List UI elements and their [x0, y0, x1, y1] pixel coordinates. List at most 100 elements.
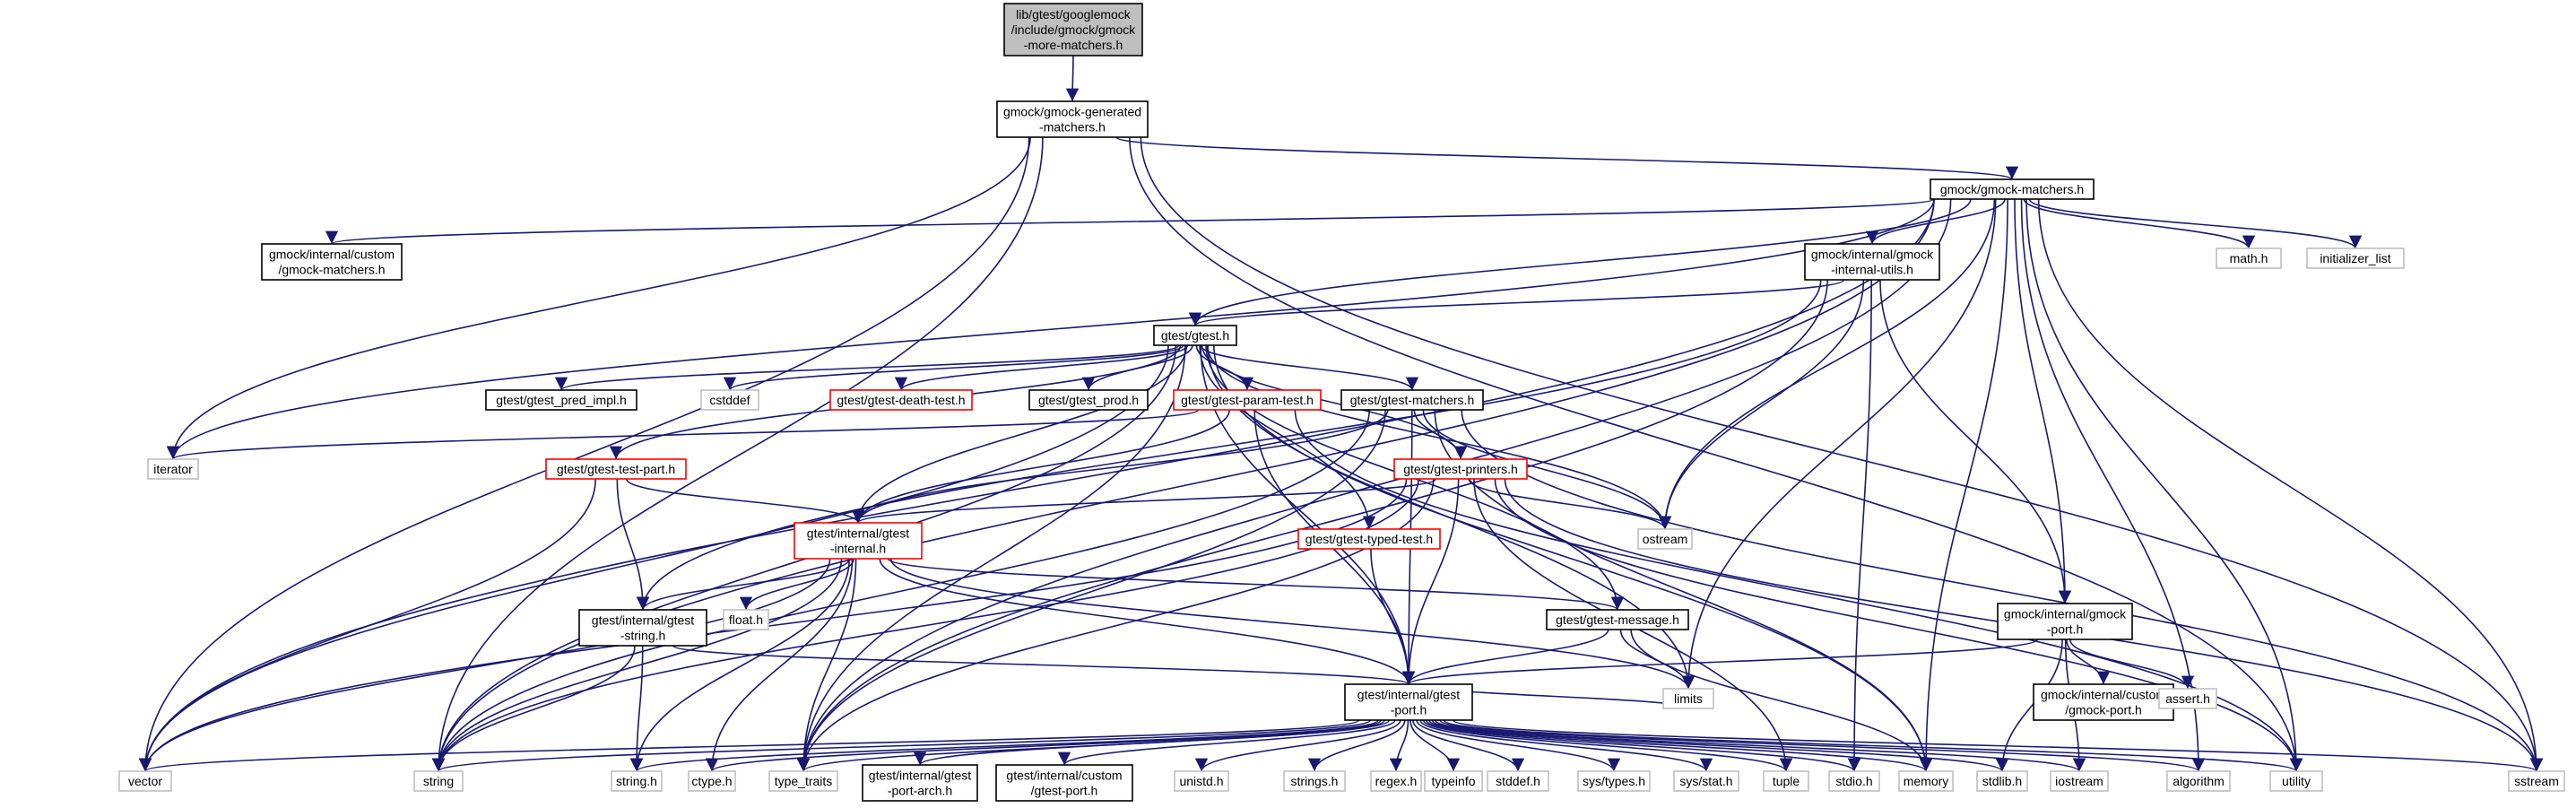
node-utility[interactable]: utility — [2269, 770, 2323, 792]
node-arch[interactable]: gtest/internal/gtest-port-arch.h — [862, 764, 978, 802]
node-stringh[interactable]: string.h — [611, 770, 663, 792]
node-param-box — [1173, 389, 1322, 411]
node-stddef-label-0: stddef.h — [1496, 774, 1540, 788]
node-unistd[interactable]: unistd.h — [1174, 770, 1229, 792]
edge-gmport-to-assert — [2069, 639, 2195, 690]
node-cstddef[interactable]: cstddef — [700, 389, 759, 411]
node-limits[interactable]: limits — [1662, 688, 1714, 709]
node-tpart[interactable]: gtest/gtest-test-part.h — [545, 458, 687, 480]
node-giu[interactable]: gmock/internal/gmock-internal-utils.h — [1804, 243, 1940, 281]
node-iostream-box — [2050, 770, 2109, 792]
node-gstr[interactable]: gtest/internal/gtest-string.h — [578, 609, 707, 647]
node-math-box — [2216, 248, 2282, 269]
node-systypes-box — [1577, 770, 1651, 792]
node-assert[interactable]: assert.h — [2158, 688, 2217, 709]
node-vector[interactable]: vector — [118, 770, 172, 792]
node-gport-box — [1344, 683, 1473, 721]
node-regex-label-0: regex.h — [1375, 774, 1418, 788]
node-tpart-box — [545, 458, 687, 480]
node-death[interactable]: gtest/gtest-death-test.h — [829, 389, 973, 411]
node-pred[interactable]: gtest/gtest_pred_impl.h — [485, 389, 637, 411]
node-gtest[interactable]: gtest/gtest.h — [1153, 325, 1237, 346]
edge-printers-to-utility — [1494, 478, 2303, 772]
edge-gm-to-algorithm — [2020, 198, 2206, 772]
node-systypes[interactable]: sys/types.h — [1577, 770, 1651, 792]
node-memory[interactable]: memory — [1898, 770, 1954, 792]
node-sstream[interactable]: sstream — [2508, 770, 2565, 792]
node-float[interactable]: float.h — [723, 609, 769, 630]
edge-gm-to-limits — [1681, 198, 1997, 690]
node-strings[interactable]: strings.h — [1283, 770, 1346, 792]
edge-root-to-gen — [1065, 55, 1080, 102]
edge-gport-to-string — [432, 719, 1372, 772]
node-math-label-0: math.h — [2230, 251, 2268, 265]
node-memory-box — [1898, 770, 1954, 792]
node-stringh-label-0: string.h — [616, 774, 657, 788]
node-cmatch[interactable]: gmock/internal/custom/gmock-matchers.h — [261, 243, 403, 281]
node-sstream-label-0: sstream — [2514, 774, 2559, 788]
edge-gen-to-string — [431, 136, 1044, 772]
node-gstr-label-1: -string.h — [620, 629, 666, 643]
edge-gport-to-memory — [1428, 719, 1932, 772]
node-gen[interactable]: gmock/gmock-generated-matchers.h — [996, 100, 1149, 138]
edge-gen-to-gm — [1115, 136, 2018, 180]
node-iter[interactable]: iterator — [147, 458, 199, 480]
edge-gport-to-sstream — [1452, 719, 2543, 772]
node-math[interactable]: math.h — [2216, 248, 2282, 269]
node-param[interactable]: gtest/gtest-param-test.h — [1173, 389, 1322, 411]
node-gm[interactable]: gmock/gmock-matchers.h — [1930, 178, 2095, 200]
node-gint[interactable]: gtest/internal/gtest-internal.h — [794, 522, 923, 560]
edge-gint-to-tt — [796, 558, 857, 772]
node-ostream[interactable]: ostream — [1637, 528, 1693, 550]
node-gtm[interactable]: gtest/gtest-matchers.h — [1340, 389, 1484, 411]
node-sstream-box — [2508, 770, 2565, 792]
node-string[interactable]: string — [413, 770, 464, 792]
edge-gm-to-initl — [2028, 198, 2362, 249]
node-stdlib[interactable]: stdlib.h — [1976, 770, 2028, 792]
node-cgtport-label-1: /gtest-port.h — [1031, 784, 1098, 798]
node-tt-box — [768, 770, 838, 792]
node-algorithm[interactable]: algorithm — [2166, 770, 2231, 792]
node-cgtport-label-0: gtest/internal/custom — [1006, 769, 1122, 783]
node-typed[interactable]: gtest/gtest-typed-test.h — [1297, 528, 1441, 550]
edge-msg-to-gport — [1401, 629, 1609, 685]
node-gport[interactable]: gtest/internal/gtest-port.h — [1344, 683, 1473, 721]
node-stdio[interactable]: stdio.h — [1828, 770, 1880, 792]
node-unistd-box — [1174, 770, 1229, 792]
node-cmatch-label-1: /gmock-matchers.h — [278, 263, 385, 277]
node-initl[interactable]: initializer_list — [2306, 248, 2405, 269]
node-stddef[interactable]: stddef.h — [1487, 770, 1549, 792]
node-algorithm-label-0: algorithm — [2173, 774, 2225, 788]
node-iostream[interactable]: iostream — [2050, 770, 2109, 792]
edge-gm-to-gmport — [2014, 198, 2072, 604]
node-typeinfo[interactable]: typeinfo — [1424, 770, 1483, 792]
node-cgport[interactable]: gmock/internal/custom/gmock-port.h — [2033, 683, 2174, 721]
node-iostream-label-0: iostream — [2055, 774, 2103, 788]
node-tuple[interactable]: tuple — [1763, 770, 1809, 792]
node-prod[interactable]: gtest/gtest_prod.h — [1028, 389, 1149, 411]
node-msg[interactable]: gtest/gtest-message.h — [1546, 609, 1689, 630]
node-cgtport[interactable]: gtest/internal/custom/gtest-port.h — [995, 764, 1133, 802]
node-ctype[interactable]: ctype.h — [688, 770, 736, 792]
node-strings-box — [1283, 770, 1346, 792]
edge-gport-to-systypes — [1416, 719, 1621, 772]
node-gmport[interactable]: gmock/internal/gmock-port.h — [1997, 603, 2133, 640]
node-tpart-label-0: gtest/gtest-test-part.h — [557, 462, 675, 476]
edge-gmport-to-stdlib — [1995, 639, 2063, 772]
edge-gstr-to-string — [431, 645, 636, 772]
edge-gtm-to-string — [431, 409, 1371, 772]
node-sysstat[interactable]: sys/stat.h — [1673, 770, 1739, 792]
edge-gport-to-typeinfo — [1409, 719, 1461, 772]
edge-param-to-gint — [851, 409, 1230, 524]
node-typed-box — [1297, 528, 1441, 550]
node-root-label-2: -more-matchers.h — [1024, 38, 1123, 52]
node-regex[interactable]: regex.h — [1370, 770, 1422, 792]
node-root[interactable]: lib/gtest/googlemock/include/gmock/gmock… — [1003, 3, 1143, 56]
node-ostream-box — [1637, 528, 1693, 550]
node-tuple-box — [1763, 770, 1809, 792]
node-printers[interactable]: gtest/gtest-printers.h — [1393, 458, 1528, 480]
node-tt[interactable]: type_traits — [768, 770, 838, 792]
node-gen-label-0: gmock/gmock-generated — [1003, 105, 1141, 119]
node-gtm-label-0: gtest/gtest-matchers.h — [1350, 393, 1475, 407]
